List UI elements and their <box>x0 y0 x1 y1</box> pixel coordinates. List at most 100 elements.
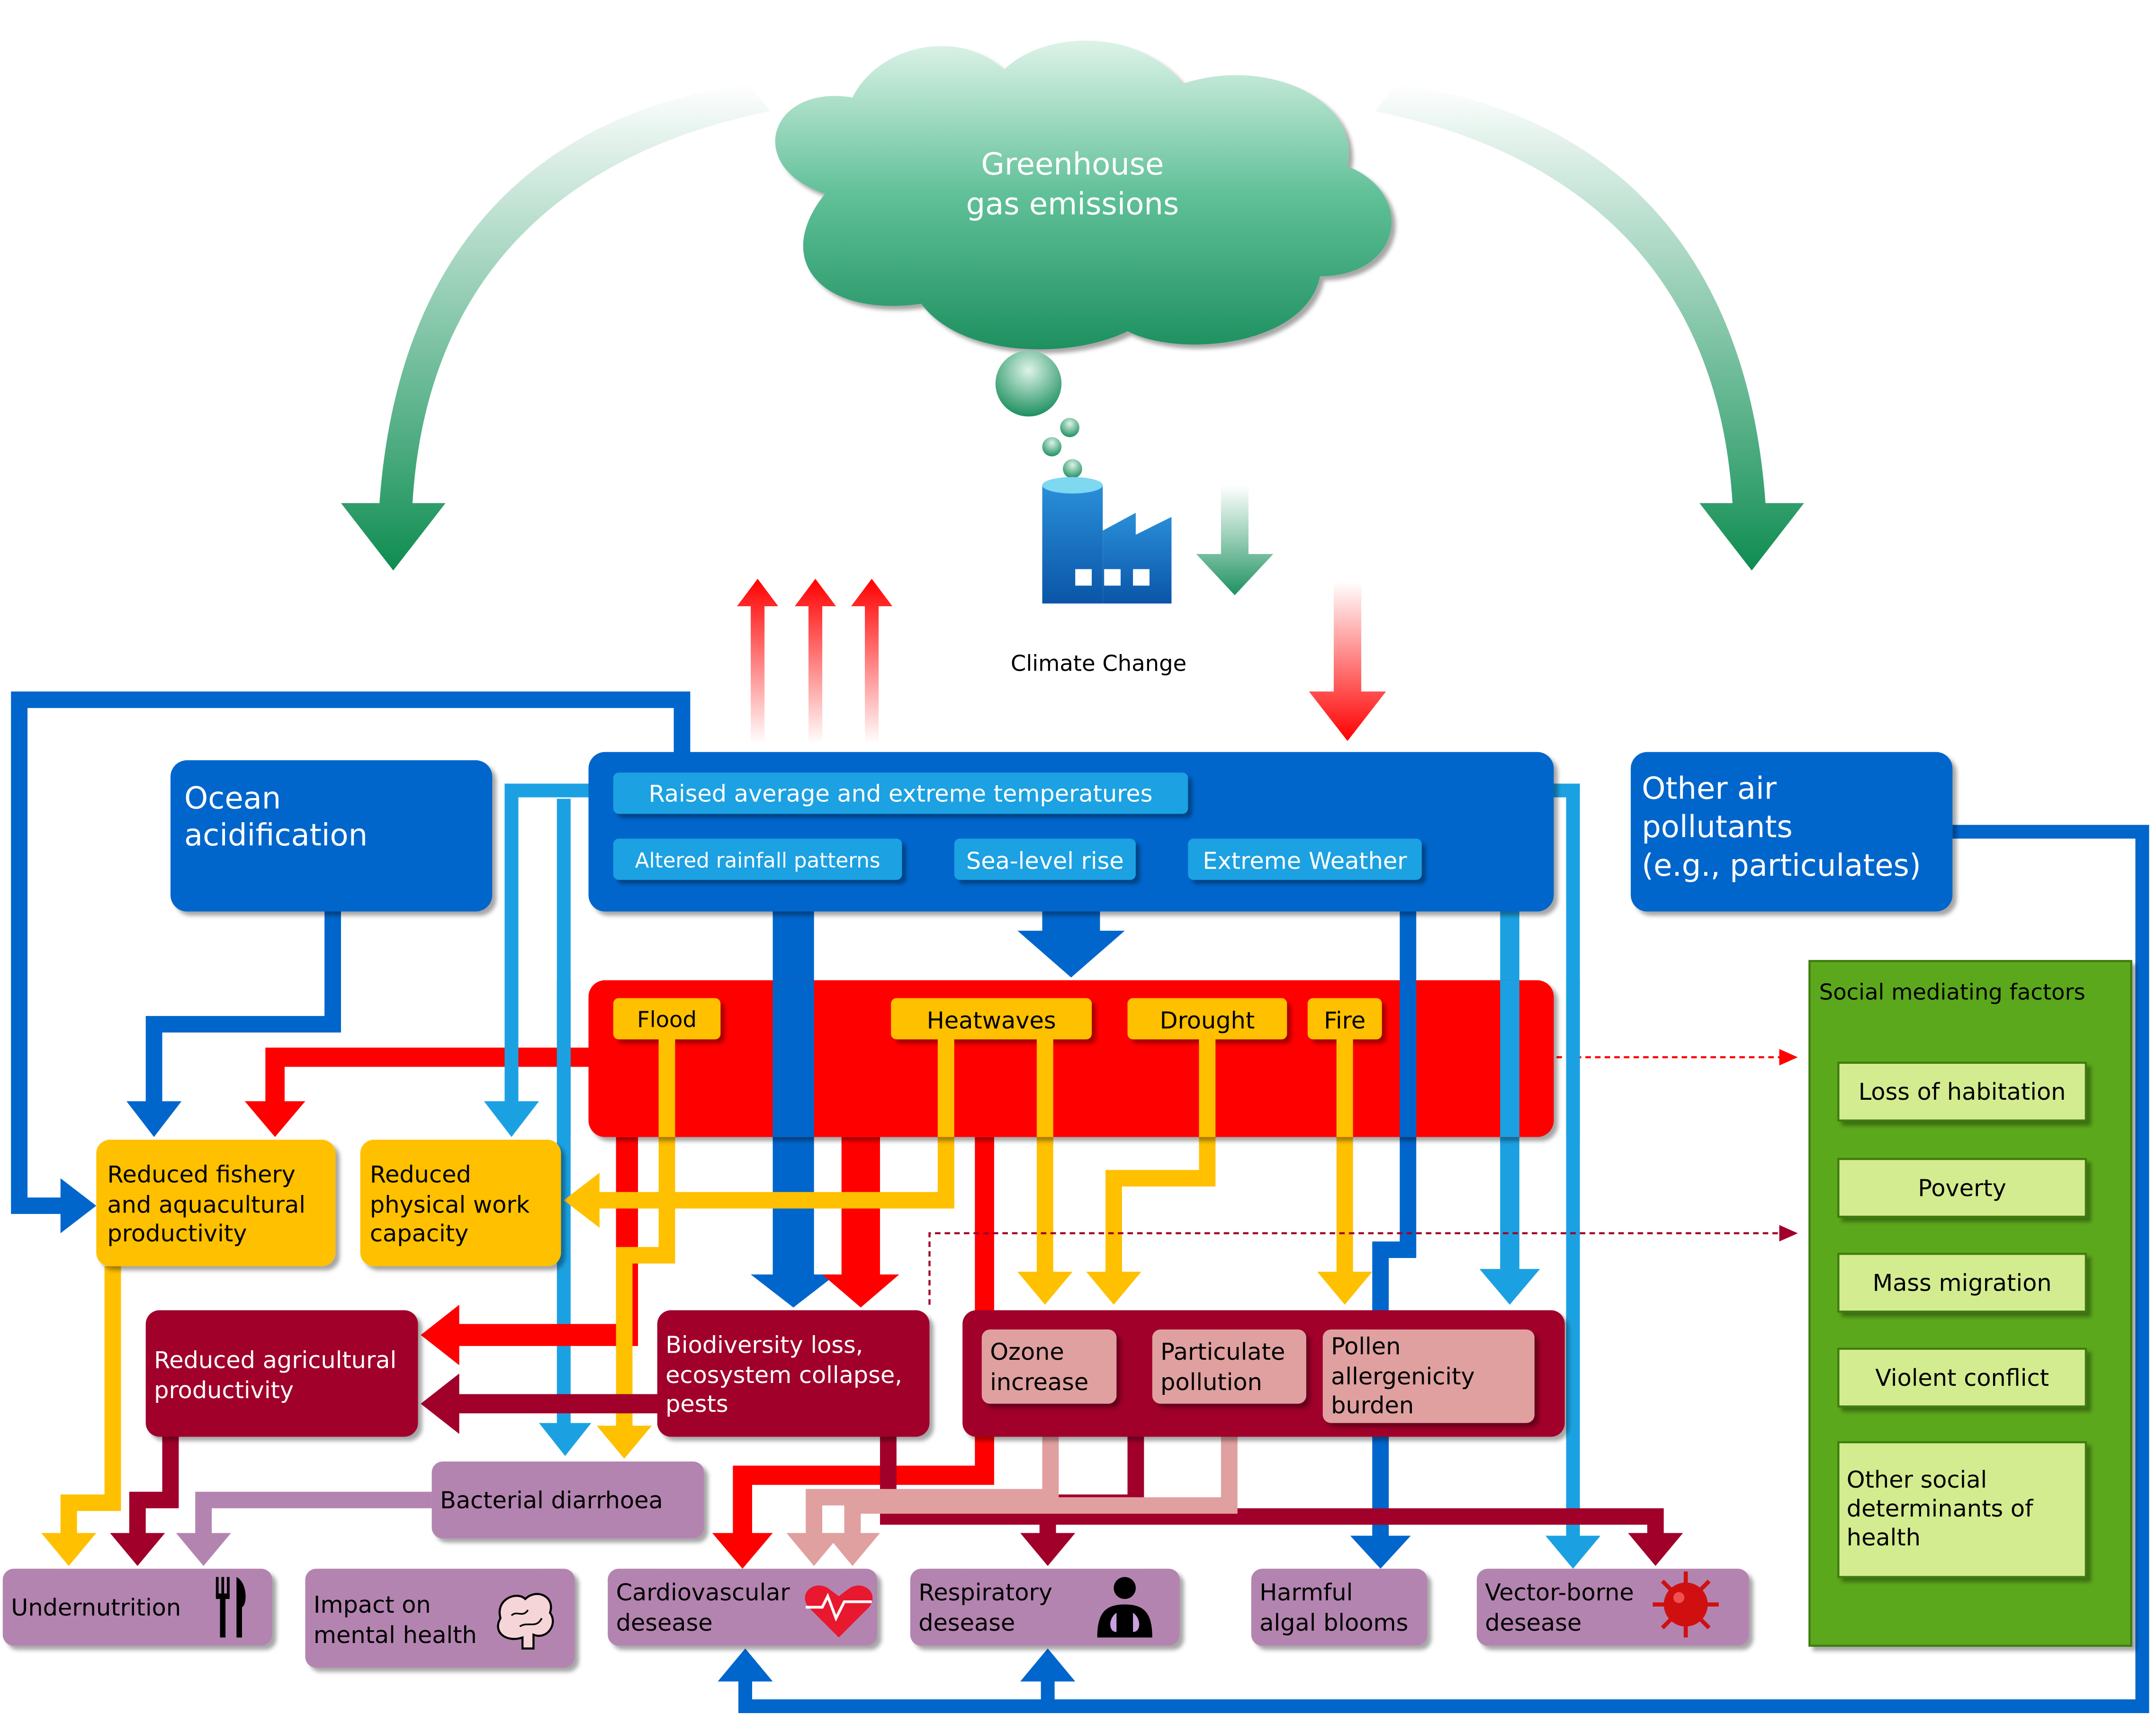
virus-icon <box>1653 1571 1719 1638</box>
temperatures-label: Raised average and extreme temperatures <box>649 780 1153 807</box>
social-migration: Mass migration <box>1873 1269 2052 1297</box>
fishery-line3: productivity <box>107 1220 247 1247</box>
work-line2: physical work <box>370 1191 530 1218</box>
connector-pink <box>844 1403 1238 1539</box>
drought-label-box <box>1127 998 1287 1040</box>
connector-air-pollutants <box>738 825 2149 1713</box>
lungs-person-icon <box>1097 1577 1152 1638</box>
arrowhead-light-blue <box>484 1101 539 1137</box>
social-habitation: Loss of habitation <box>1859 1078 2066 1105</box>
social-other-line2: determinants of <box>1847 1495 2034 1522</box>
arrowhead-dark-red <box>421 1373 459 1434</box>
emission-bubble <box>995 350 1062 417</box>
fire-label-box <box>1307 998 1382 1040</box>
arrowhead-orange <box>1317 1272 1373 1305</box>
resp-line2: desease <box>918 1609 1015 1636</box>
heat-up-arrow <box>794 578 836 744</box>
center-down-arrow <box>1017 911 1125 978</box>
dotted-link-social <box>928 1225 1798 1305</box>
arrowhead-red <box>712 1533 773 1569</box>
left-arc-arrow <box>341 83 770 571</box>
fire-label: Fire <box>1324 1006 1365 1034</box>
arrowhead-orange <box>1017 1272 1073 1305</box>
arrowhead-light-blue <box>1479 1269 1540 1305</box>
bacterial-label: Bacterial diarrhoea <box>440 1486 663 1514</box>
pollen-line1: Pollen <box>1331 1332 1401 1360</box>
agriculture-box <box>145 1310 418 1437</box>
social-box-habitation <box>1837 1061 2087 1122</box>
cardio-line2: desease <box>616 1609 713 1636</box>
connector-light-blue-top <box>557 980 571 1137</box>
mental-health-box <box>305 1569 575 1668</box>
temperatures-label-box <box>613 772 1188 814</box>
cloud-title-line2: gas emissions <box>966 187 1179 222</box>
social-other-line3: health <box>1847 1524 1921 1551</box>
ozone-line1: Ozone <box>990 1338 1064 1365</box>
air-pollutants-line3: (e.g., particulates) <box>1642 848 1921 883</box>
fishery-line2: and aquacultural <box>107 1191 305 1218</box>
social-box-other <box>1837 1441 2087 1578</box>
resp-line1: Respiratory <box>918 1579 1052 1606</box>
cardiovascular-box <box>608 1569 878 1646</box>
heat-up-arrow <box>737 578 779 744</box>
air-pollutants-line1: Other air <box>1642 771 1777 806</box>
particulate-line2: pollution <box>1160 1368 1262 1396</box>
cloud-title-line1: Greenhouse <box>981 147 1164 182</box>
arrowhead-pink <box>825 1533 880 1566</box>
arrowhead-red <box>421 1304 459 1365</box>
arrowhead-dark-blue <box>1350 1535 1411 1569</box>
greenhouse-cloud <box>775 40 1392 350</box>
connector-light-blue <box>504 783 613 1110</box>
ocean-line2: acidification <box>184 818 368 853</box>
green-down-arrow <box>1196 485 1274 595</box>
connector-dark-blue <box>11 691 691 1214</box>
pollen-box <box>1322 1329 1535 1423</box>
emission-bubble <box>1042 437 1062 457</box>
social-box-conflict <box>1837 1347 2087 1408</box>
brain-icon <box>497 1593 554 1650</box>
fishery-box <box>96 1140 336 1266</box>
biodiversity-line2: ecosystem collapse, <box>665 1361 902 1389</box>
social-poverty: Poverty <box>1918 1174 2006 1202</box>
fishery-line1: Reduced fishery <box>107 1160 295 1188</box>
connector-ocean-fishery <box>145 911 341 1110</box>
flood-label-box <box>613 998 721 1040</box>
arrowhead-dark-blue <box>718 1648 773 1682</box>
heatwaves-label-box <box>891 998 1092 1040</box>
rainfall-label-box <box>613 838 902 880</box>
cutlery-icon <box>216 1577 246 1638</box>
algal-blooms-box <box>1251 1569 1428 1646</box>
flood-label: Flood <box>637 1006 697 1032</box>
heat-down-arrow <box>1309 581 1386 741</box>
right-arc-arrow <box>1375 83 1804 571</box>
bacterial-box <box>431 1461 704 1539</box>
connector-dark-blue-top <box>1400 980 1417 1137</box>
arrowhead-orange <box>41 1533 97 1566</box>
undernutrition-box <box>2 1569 272 1646</box>
arrowhead-dark-red <box>1020 1533 1076 1566</box>
sea-level-label-box <box>954 838 1136 880</box>
social-other-line1: Other social <box>1847 1466 1987 1493</box>
connector-orange-flood <box>616 1041 675 1431</box>
arrowhead-light-blue <box>1545 1535 1601 1569</box>
arrowhead-dark-blue <box>1020 1648 1076 1682</box>
factory-icon <box>1042 477 1172 604</box>
climate-change-label: Climate Change <box>1011 650 1186 676</box>
biodiversity-line3: pests <box>665 1390 728 1418</box>
arrowhead-dark-blue <box>60 1178 97 1233</box>
sea-level-label: Sea-level rise <box>966 847 1124 875</box>
ocean-line1: Ocean <box>184 781 281 816</box>
ozone-box <box>981 1329 1117 1404</box>
biodiversity-box <box>657 1310 930 1437</box>
arrowhead-dark-blue <box>751 1274 836 1308</box>
connector-light-blue-top <box>1566 980 1580 1137</box>
connector-dark-red-undernutrition <box>129 1437 179 1539</box>
algal-line1: Harmful <box>1259 1579 1353 1606</box>
arrowhead-light-blue <box>539 1423 592 1456</box>
arrowhead-red <box>822 1274 899 1308</box>
air-pollutants-box <box>1631 752 1953 912</box>
ocean-acidification-box <box>170 760 493 912</box>
arrowhead-red <box>244 1101 305 1137</box>
